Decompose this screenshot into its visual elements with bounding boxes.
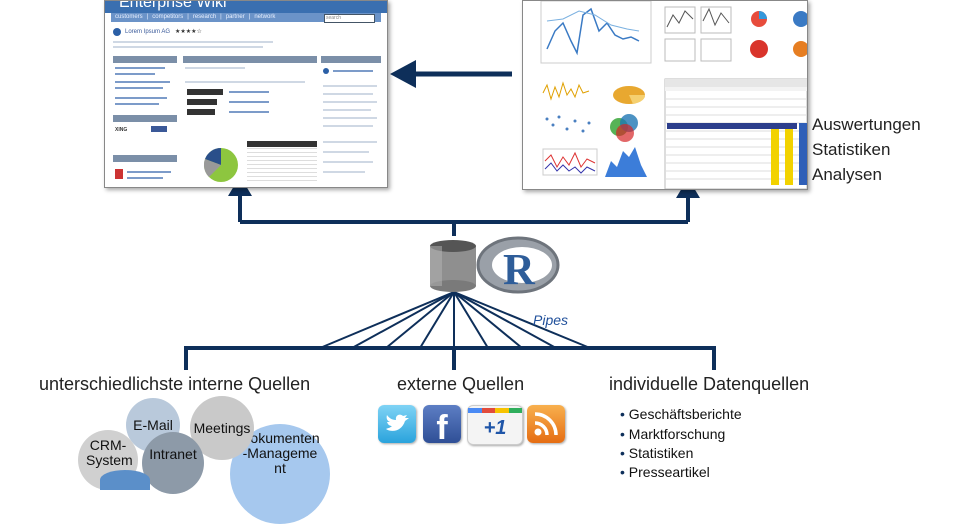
spreadsheet-thumbnail [664,78,807,189]
list-item: • Presseartikel [620,464,710,480]
external-sources-title: externe Quellen [397,374,525,394]
bubble-partial [100,470,150,490]
pipes-fan [319,291,591,349]
list-item: • Marktforschung [620,426,726,442]
label-auswertungen: Auswertungen [812,115,921,134]
wiki-company-name: Lorem Ipsum AG [125,29,171,35]
nav-competitors[interactable]: competitors [152,14,184,20]
label-statistiken: Statistiken [812,140,891,159]
list-item: • Statistiken [620,445,694,461]
r-letter: R [503,245,535,294]
arrow-left-head [390,60,416,88]
small-multiples-thumbnail [664,6,732,62]
pie-venn-area-thumbnail [605,86,647,177]
wiki-rating: ★★★★☆ [175,29,202,35]
label-analysen: Analysen [812,165,882,184]
nav-research[interactable]: research [192,14,217,20]
line-chart-thumbnail [540,1,652,64]
wiki-nav: customers|competitors|research|partner|n… [111,13,381,22]
pie-charts-thumbnail [750,11,807,58]
facebook-icon[interactable]: f [423,405,461,447]
internal-sources-title: unterschiedlichste interne Quellen [39,374,311,394]
nav-customers[interactable]: customers [115,14,143,20]
company-logo-icon [113,28,121,36]
nav-partner[interactable]: partner [225,14,245,20]
bottom-connector [184,346,716,370]
pipes-label: Pipes [533,312,569,328]
stats-thumbnails [540,1,807,189]
list-item: • Geschäftsberichte [620,406,742,422]
wiki-search-input[interactable]: search [324,14,375,23]
wiki-title: Enterprise Wiki [105,1,387,13]
bubble-intranet: Intranet [142,432,204,494]
database-icon [430,240,476,292]
rss-icon[interactable] [527,405,565,443]
twitter-icon[interactable] [378,405,416,443]
enterprise-wiki-panel: Enterprise Wiki customers|competitors|re… [104,0,388,188]
statistics-panel [522,0,808,190]
r-logo [476,236,560,294]
individual-sources-title: individuelle Datenquellen [609,374,810,394]
mini-plots-thumbnail [541,81,598,176]
wiki-pie-chart-icon [203,147,238,182]
nav-network[interactable]: network [254,14,276,20]
google-plus-one-icon[interactable]: +1 [467,405,523,445]
top-connector [238,192,690,236]
